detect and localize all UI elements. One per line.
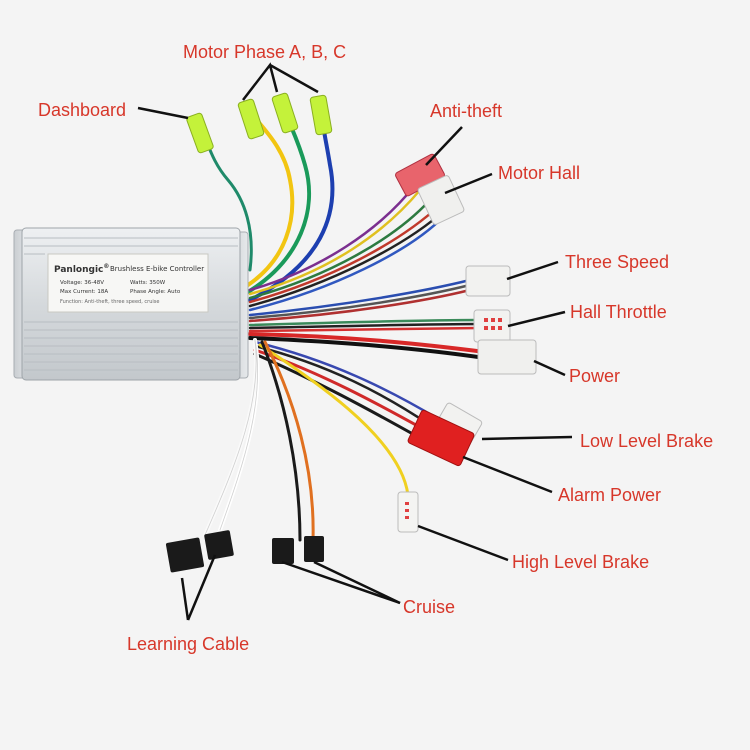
label-power: Power	[569, 366, 621, 386]
label-learning-cable: Learning Cable	[127, 634, 250, 654]
label-dashboard: Dashboard	[38, 100, 127, 120]
label-low-level-brake: Low Level Brake	[580, 431, 714, 451]
controller-watts: Watts: 350W	[130, 280, 166, 286]
controller-brand: Panlongic®	[54, 263, 110, 275]
cruise-connectors	[272, 536, 324, 564]
controller-phase-angle: Phase Angle: Auto	[130, 289, 181, 295]
alarm-power-connector	[407, 409, 475, 467]
label-alarm-power: Alarm Power	[558, 485, 662, 505]
controller-voltage: Voltage: 36-48V	[60, 280, 104, 286]
label-anti-theft: Anti-theft	[430, 101, 503, 121]
learning-cable-connectors	[165, 530, 234, 573]
controller-functions: Function: Anti-theft, three speed, cruis…	[60, 299, 160, 305]
motor-hall-connector	[417, 175, 465, 225]
hall-throttle-connector	[473, 309, 511, 343]
power-connector	[477, 339, 537, 375]
controller-housing	[13, 227, 249, 381]
label-hall-throttle: Hall Throttle	[570, 302, 667, 322]
label-high-level-brake: High Level Brake	[512, 552, 650, 572]
label-motor-hall: Motor Hall	[498, 163, 581, 183]
controller-title: Brushless E-bike Controller	[110, 265, 205, 273]
label-motor-phase: Motor Phase A, B, C	[183, 42, 347, 62]
high-level-brake-connector	[397, 491, 419, 533]
leader-lines	[137, 62, 573, 621]
controller-max-current: Max Current: 18A	[60, 289, 109, 295]
three-speed-connector	[465, 265, 511, 297]
label-three-speed: Three Speed	[565, 252, 670, 272]
brand-registered-mark: ®	[103, 263, 110, 270]
label-cruise: Cruise	[403, 597, 456, 617]
dashboard-connector	[186, 112, 214, 154]
motor-phase-connectors	[237, 92, 333, 140]
wire-bundle	[203, 110, 487, 542]
